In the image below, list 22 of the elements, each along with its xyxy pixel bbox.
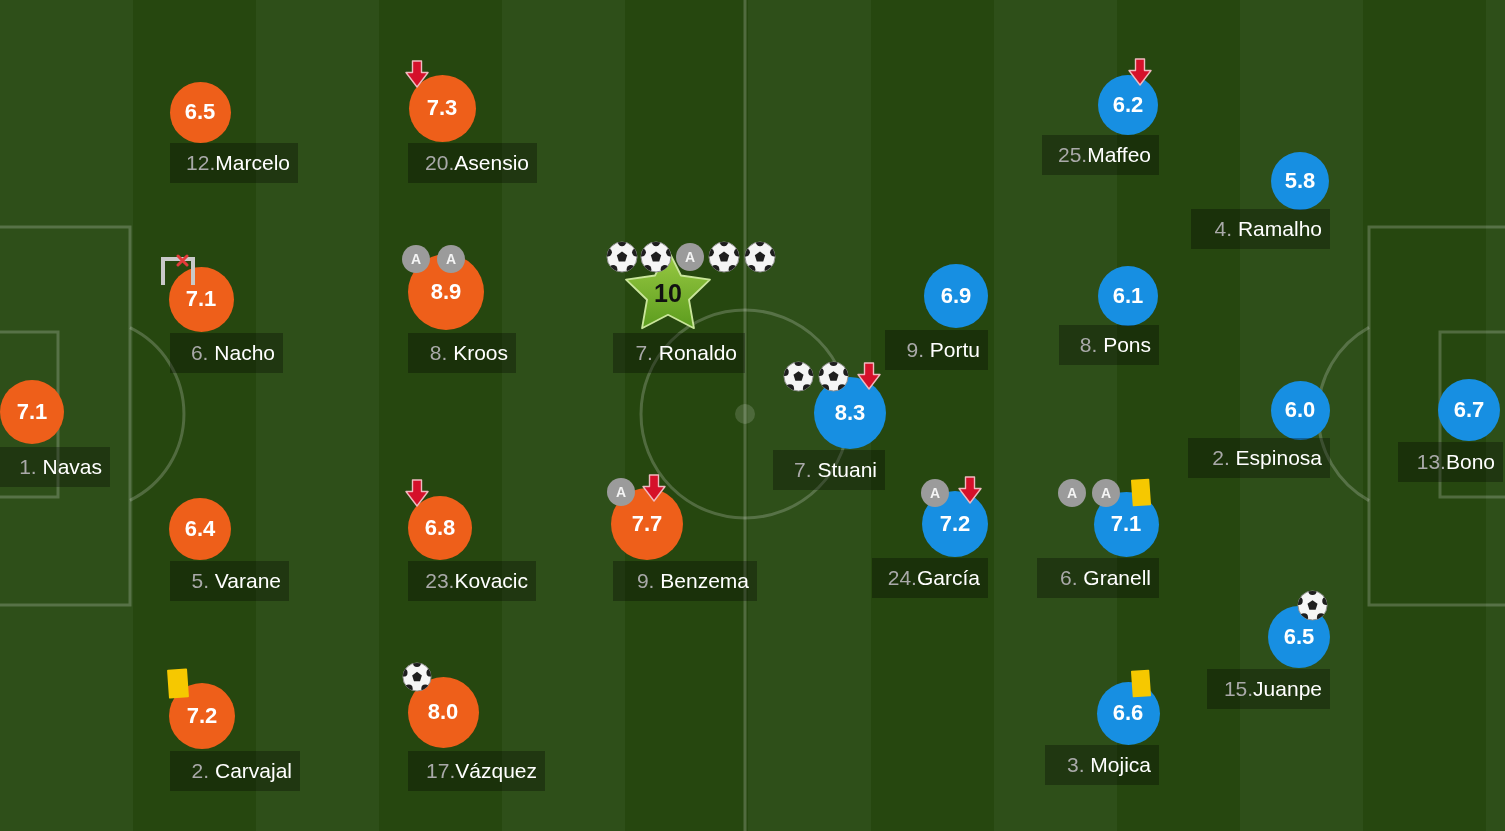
player-name-label: 1. Navas (0, 447, 110, 487)
player-name-label: 12.Marcelo (170, 143, 298, 183)
player-name-label: 24.García (872, 558, 988, 598)
player-name-label: 2. Carvajal (170, 751, 300, 791)
player-name-label: 13.Bono (1398, 442, 1503, 482)
player-name-label: 15.Juanpe (1207, 669, 1330, 709)
player-name-label: 3. Mojica (1045, 745, 1159, 785)
player-name-label: 20.Asensio (408, 143, 537, 183)
player-name-label: 8. Kroos (408, 333, 516, 373)
player-name-label: 8. Pons (1059, 325, 1159, 365)
player-name-label: 23.Kovacic (408, 561, 536, 601)
player-name-label: 2. Espinosa (1188, 438, 1330, 478)
player-name-label: 4. Ramalho (1191, 209, 1330, 249)
player-name-label: 17.Vázquez (408, 751, 545, 791)
player-name-label: 9. Benzema (613, 561, 757, 601)
player-name-label: 9. Portu (885, 330, 988, 370)
player-name-label: 6. Granell (1037, 558, 1159, 598)
player-name-label: 7. Ronaldo (613, 333, 745, 373)
player-name-label: 25.Maffeo (1042, 135, 1159, 175)
player-name-label: 7. Stuani (773, 450, 885, 490)
player-name-label: 6. Nacho (170, 333, 283, 373)
player-name-label: 5. Varane (170, 561, 289, 601)
